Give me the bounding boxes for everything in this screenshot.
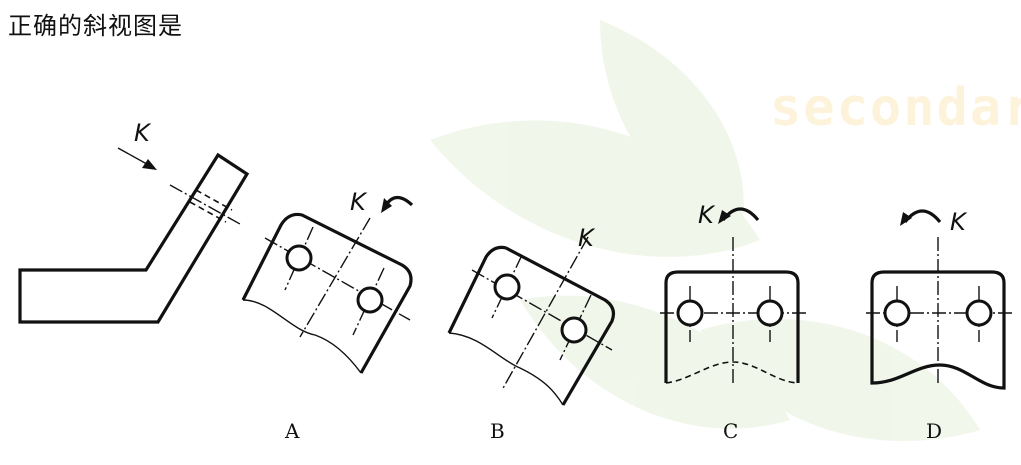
option-b-label[interactable]: B	[490, 419, 505, 443]
option-a-hole-2	[356, 286, 384, 314]
option-b-hole2-vline	[559, 294, 592, 361]
hole-hidden-line-1	[195, 189, 233, 211]
option-b-view: K B	[447, 224, 616, 443]
option-a-rotate-arrow-head	[381, 198, 392, 213]
option-c-outline	[664, 270, 800, 383]
option-b-outline	[447, 245, 616, 406]
option-c-label[interactable]: C	[723, 419, 738, 443]
bent-plate-outline	[18, 152, 250, 324]
question-text: 正确的斜视图是	[8, 12, 183, 40]
option-a-break-line	[242, 299, 362, 374]
k-label-main: K	[134, 119, 152, 147]
option-b-hole-2	[560, 316, 588, 344]
option-d-outline	[870, 270, 1006, 390]
option-a-hole-1	[285, 244, 313, 272]
option-a-rotate-arrow-icon	[384, 195, 414, 207]
watermark: secondar	[770, 78, 1021, 138]
option-a-outline	[241, 212, 413, 374]
option-d-label[interactable]: D	[926, 419, 942, 443]
option-d-rotate-arrow-icon	[903, 209, 942, 224]
option-d-rotate-arrow-head	[900, 212, 912, 226]
option-b-axis-2	[501, 236, 589, 391]
option-a-hole2-vline	[352, 267, 385, 336]
main-view: K	[18, 119, 250, 324]
option-d-view: K D	[866, 208, 1012, 443]
option-c-break-line-hidden	[665, 361, 799, 384]
option-c-rotate-arrow-head	[718, 210, 731, 224]
k-label-a: K	[350, 188, 368, 216]
k-label-c: K	[698, 201, 716, 229]
option-a-label[interactable]: A	[284, 419, 300, 443]
option-c-hole-1	[676, 299, 704, 327]
option-a-axis-2	[299, 217, 371, 338]
k-label-d: K	[950, 208, 968, 236]
k-arrow-head	[142, 159, 157, 170]
hole-hidden-line-2	[189, 201, 227, 223]
option-b-hole-1	[493, 273, 521, 301]
option-a-view: K A	[241, 188, 414, 443]
k-label-b: K	[578, 224, 596, 252]
option-b-break-line	[448, 332, 564, 406]
option-d-hole-2	[965, 299, 993, 327]
hole-center-line	[169, 184, 241, 225]
option-d-hole-1	[883, 299, 911, 327]
option-c-view: K C	[660, 201, 806, 443]
leaf-watermark	[430, 20, 980, 442]
option-c-hole-2	[756, 299, 784, 327]
option-a-axis-1	[264, 237, 411, 321]
